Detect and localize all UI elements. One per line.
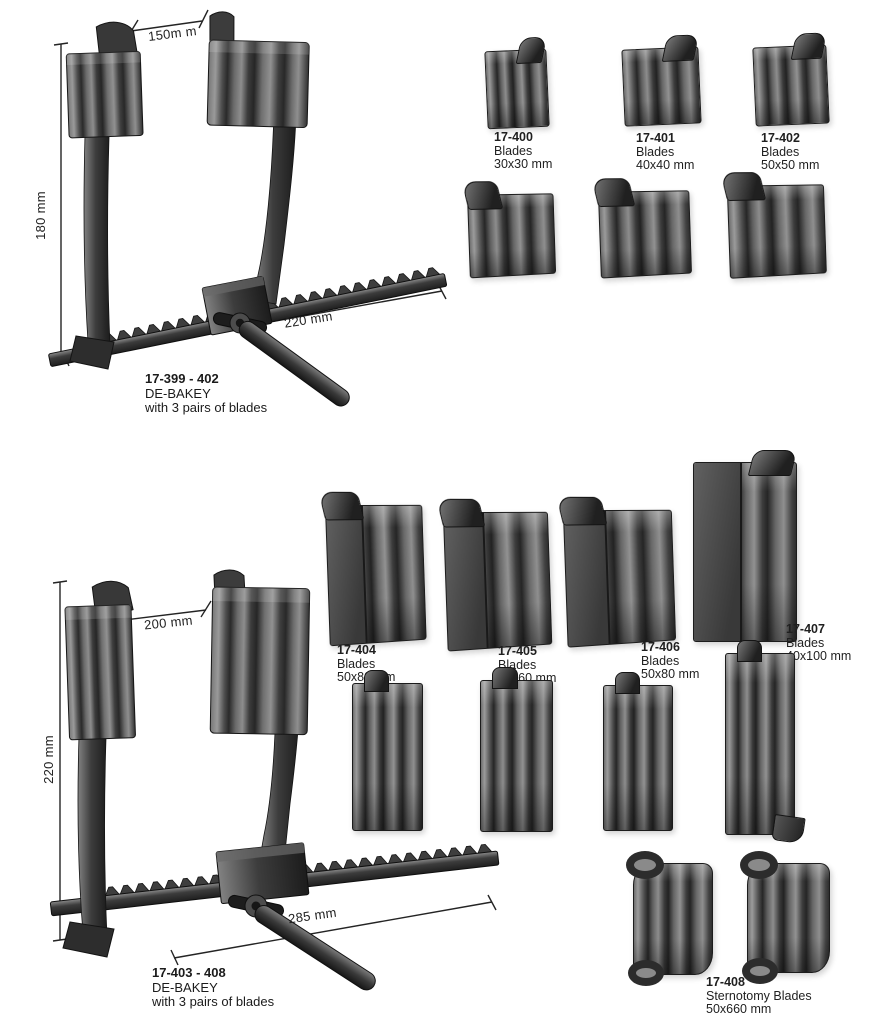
- blade-hook: [364, 670, 390, 692]
- blade-flat-panel: [325, 506, 368, 646]
- product-code: 17-403 - 408: [152, 965, 226, 980]
- blade-code: 17-404: [337, 643, 376, 657]
- blade-body: [64, 604, 136, 741]
- dim-label-height-bottom: 220 mm: [40, 735, 56, 784]
- blade-type: Blades: [494, 143, 533, 158]
- blade-foot-flange: [771, 814, 806, 844]
- retractor-illustration-top: [48, 9, 448, 407]
- carriage-highlight: [215, 842, 305, 862]
- blade-flat-panel: [563, 511, 611, 647]
- dim-tick: [200, 600, 212, 618]
- blade-rolled-edge-bottom: [742, 958, 778, 984]
- dim-line-150: [130, 20, 203, 32]
- blade-photo-17-406-view1: [555, 496, 677, 648]
- blade-label-17-402: 17-402 Blades 50x50 mm: [761, 131, 820, 173]
- blade-size: 50x80 mm: [641, 667, 700, 681]
- left-arm-foot: [62, 921, 115, 958]
- blade-body: [206, 39, 310, 129]
- carriage-block: [215, 842, 310, 905]
- dim-tick: [52, 938, 68, 942]
- blade-type: Blades: [761, 144, 800, 159]
- left-arm: [77, 735, 108, 938]
- blade-size: 40x100 mm: [786, 649, 852, 663]
- product-description: with 3 pairs of blades: [145, 400, 268, 415]
- blade-code: 17-402: [761, 131, 800, 145]
- dim-tick: [487, 894, 497, 911]
- blade-photo-17-408-right: [740, 851, 830, 984]
- blade-hook: [736, 640, 762, 662]
- carriage-highlight: [202, 276, 265, 297]
- blade-type: Blades: [337, 656, 376, 671]
- dim-tick: [198, 9, 209, 29]
- retractor-illustration-bottom: [49, 569, 500, 991]
- product-caption-top: 17-399 - 402 DE-BAKEY with 3 pairs of bl…: [145, 371, 268, 416]
- blade-highlight: [66, 51, 141, 65]
- blade-label-17-408: 17-408 Sternotomy Blades 50x660 mm: [706, 975, 812, 1017]
- crank-handle: [238, 320, 350, 407]
- blade-code: 17-405: [498, 644, 537, 658]
- crank-handle: [254, 904, 376, 991]
- product-name: DE-BAKEY: [152, 979, 218, 995]
- handle-bar: [254, 904, 376, 991]
- blade-photo-17-407-view1: [693, 450, 798, 642]
- product-description: with 3 pairs of blades: [152, 994, 275, 1009]
- right-blade: [209, 569, 311, 736]
- blade-type: Blades: [641, 653, 680, 668]
- blade-size: 50x660 mm: [706, 1002, 772, 1016]
- blade-hook: [492, 667, 519, 689]
- blade-size: 40x40 mm: [636, 158, 695, 172]
- blade-hook: [436, 498, 486, 528]
- product-caption-bottom: 17-403 - 408 DE-BAKEY with 3 pairs of bl…: [152, 965, 275, 1010]
- blade-label-17-406: 17-406 Blades 50x80 mm: [641, 640, 700, 682]
- blade-size: 30x30 mm: [494, 157, 553, 171]
- left-blade: [65, 21, 144, 139]
- blade-hook: [747, 450, 798, 476]
- blade-photo-17-404-view2: [352, 670, 423, 831]
- blade-photo-17-408-left: [626, 851, 713, 986]
- blade-label-17-400: 17-400 Blades 30x30 mm: [494, 130, 553, 172]
- blade-flat-panel: [443, 513, 489, 651]
- blade-label-17-401: 17-401 Blades 40x40 mm: [636, 131, 695, 173]
- blade-code: 17-400: [494, 130, 533, 144]
- product-code: 17-399 - 402: [145, 371, 219, 386]
- left-arm-foot: [69, 335, 115, 370]
- blade-body: [65, 51, 144, 139]
- blade-type: Sternotomy Blades: [706, 988, 812, 1003]
- product-name: DE-BAKEY: [145, 385, 211, 401]
- blade-highlight: [212, 587, 310, 603]
- blade-label-17-407: 17-407 Blades 40x100 mm: [786, 622, 852, 664]
- blade-code: 17-407: [786, 622, 825, 636]
- left-blade: [64, 580, 136, 741]
- blade-rolled-edge-bottom: [628, 960, 664, 986]
- blade-type: Blades: [786, 635, 825, 650]
- blade-code: 17-406: [641, 640, 680, 654]
- blade-code: 17-408: [706, 975, 745, 989]
- blade-hook: [555, 496, 607, 526]
- blade-photo-17-405-view2: [480, 667, 553, 832]
- blade-size: 50x50 mm: [761, 158, 820, 172]
- blade-flat-panel: [694, 463, 742, 641]
- blade-photo-17-407-view2: [725, 640, 806, 844]
- blade-body: [209, 586, 311, 736]
- blade-photo-17-404-view1: [318, 491, 427, 647]
- blade-rolled-edge-top: [740, 851, 778, 879]
- blade-type: Blades: [636, 144, 675, 159]
- blade-highlight: [209, 40, 310, 55]
- blade-highlight: [64, 604, 132, 620]
- blade-rolled-edge-top: [626, 851, 664, 879]
- blade-code: 17-401: [636, 131, 675, 145]
- dim-line-285: [173, 901, 493, 959]
- blade-hook: [318, 491, 365, 521]
- blade-hook: [614, 672, 640, 694]
- handle-bar: [238, 320, 350, 407]
- right-blade: [206, 11, 310, 129]
- blade-photo-17-406-view2: [603, 672, 673, 831]
- blade-photo-17-405-view1: [436, 498, 553, 652]
